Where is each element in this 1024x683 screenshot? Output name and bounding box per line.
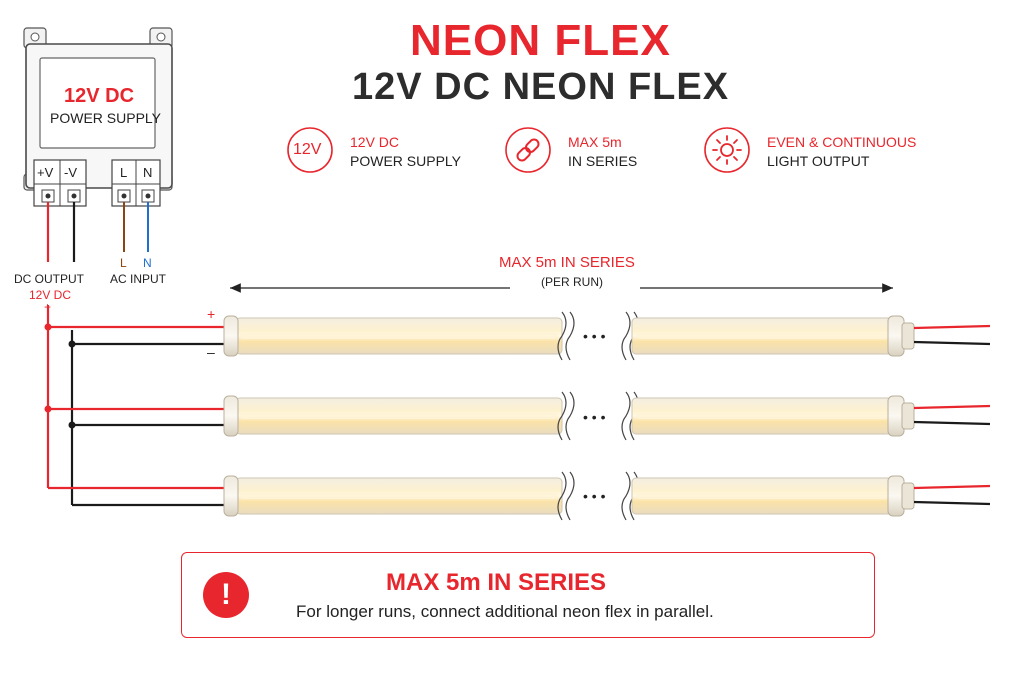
strip-minus-mark: – [207, 344, 215, 360]
ellipsis-run-1: • • • [583, 328, 606, 344]
terminal-minus-v: -V [64, 165, 77, 180]
strip-plus-mark: + [207, 306, 216, 322]
page-subtitle: 12V DC NEON FLEX [352, 66, 730, 108]
sun-icon [704, 127, 750, 173]
terminal-plus-v: +V [37, 165, 54, 180]
neon-strip-run-3 [223, 471, 991, 521]
neon-strip-run-2 [223, 391, 991, 441]
wire-label-l: L [120, 256, 127, 270]
warning-title: MAX 5m IN SERIES [386, 569, 607, 596]
warning-icon: ! [203, 572, 249, 618]
ellipsis-run-3: • • • [583, 488, 606, 504]
power-supply-unit [23, 27, 173, 207]
feature-power-subtitle: POWER SUPPLY [350, 153, 461, 169]
terminal-l: L [120, 165, 128, 180]
ac-input-label: AC INPUT [110, 272, 167, 286]
bus-plus-mark: + [44, 300, 52, 314]
feature-light-subtitle: LIGHT OUTPUT [767, 153, 870, 169]
feature-light-title: EVEN & CONTINUOUS [767, 134, 917, 150]
wire-label-n: N [143, 256, 152, 270]
feature-power-title: 12V DC [350, 134, 400, 150]
dc-bus-wiring [44, 305, 226, 507]
psu-name: POWER SUPPLY [50, 110, 161, 126]
neon-strip-runs [223, 311, 991, 521]
run-length-label: MAX 5m IN SERIES [499, 254, 635, 271]
warning-box [181, 552, 875, 638]
12v-badge-icon [287, 127, 333, 173]
dc-output-voltage: 12V DC [29, 288, 72, 302]
run-length-sublabel: (PER RUN) [541, 275, 603, 289]
12v-badge-label: 12V [293, 141, 322, 158]
psu-voltage: 12V DC [64, 85, 135, 107]
page-title: NEON FLEX [410, 16, 671, 65]
neon-strip-run-1 [223, 311, 991, 361]
warning-text: For longer runs, connect additional neon… [296, 602, 714, 621]
feature-series-subtitle: IN SERIES [568, 153, 638, 169]
ellipsis-run-2: • • • [583, 409, 606, 425]
terminal-n: N [143, 165, 153, 180]
feature-series-title: MAX 5m [568, 134, 622, 150]
dc-output-label: DC OUTPUT [14, 272, 84, 286]
chain-link-icon [505, 127, 551, 173]
